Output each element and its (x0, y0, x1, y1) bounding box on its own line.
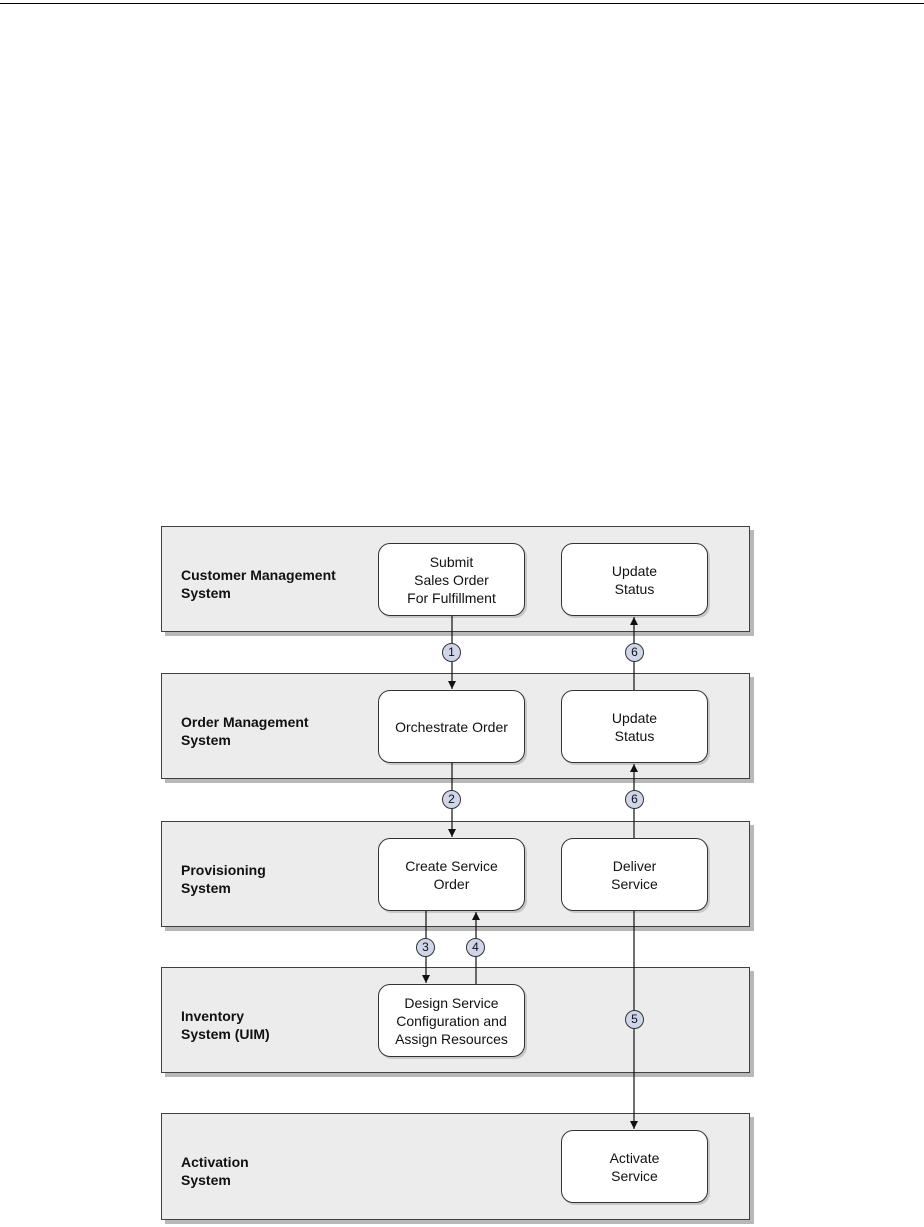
node-update-status-cms: Update Status (561, 543, 708, 616)
arrowhead-step-2 (448, 829, 456, 837)
node-update-status-oms: Update Status (561, 690, 708, 763)
band-label-inventory: Inventory System (UIM) (181, 1008, 270, 1042)
step-badge-6a: 6 (625, 643, 644, 662)
band-label-activation: Activation System (181, 1154, 249, 1188)
arrowhead-step-1 (448, 681, 456, 689)
arrowhead-step-4 (472, 912, 480, 920)
node-activate-service: Activate Service (561, 1130, 708, 1203)
band-label-provisioning: Provisioning System (181, 862, 266, 896)
step-badge-6b: 6 (625, 790, 644, 809)
step-badge-3: 3 (416, 938, 435, 957)
node-orchestrate-order: Orchestrate Order (378, 690, 525, 763)
node-deliver-service: Deliver Service (561, 838, 708, 911)
node-create-service-order: Create Service Order (378, 838, 525, 911)
page-header-rule (0, 3, 924, 4)
step-badge-4: 4 (466, 938, 485, 957)
arrowhead-step-6b (630, 764, 638, 772)
band-label-order: Order Management System (181, 714, 309, 748)
node-design-service-config: Design Service Configuration and Assign … (378, 984, 525, 1057)
step-badge-5: 5 (625, 1010, 644, 1029)
band-label-customer: Customer Management System (181, 567, 336, 601)
arrowhead-step-3 (422, 975, 430, 983)
node-submit-sales-order: Submit Sales Order For Fulfillment (378, 543, 525, 616)
arrowhead-step-6a (630, 617, 638, 625)
step-badge-2: 2 (442, 790, 461, 809)
step-badge-1: 1 (442, 643, 461, 662)
arrowhead-step-5 (630, 1121, 638, 1129)
